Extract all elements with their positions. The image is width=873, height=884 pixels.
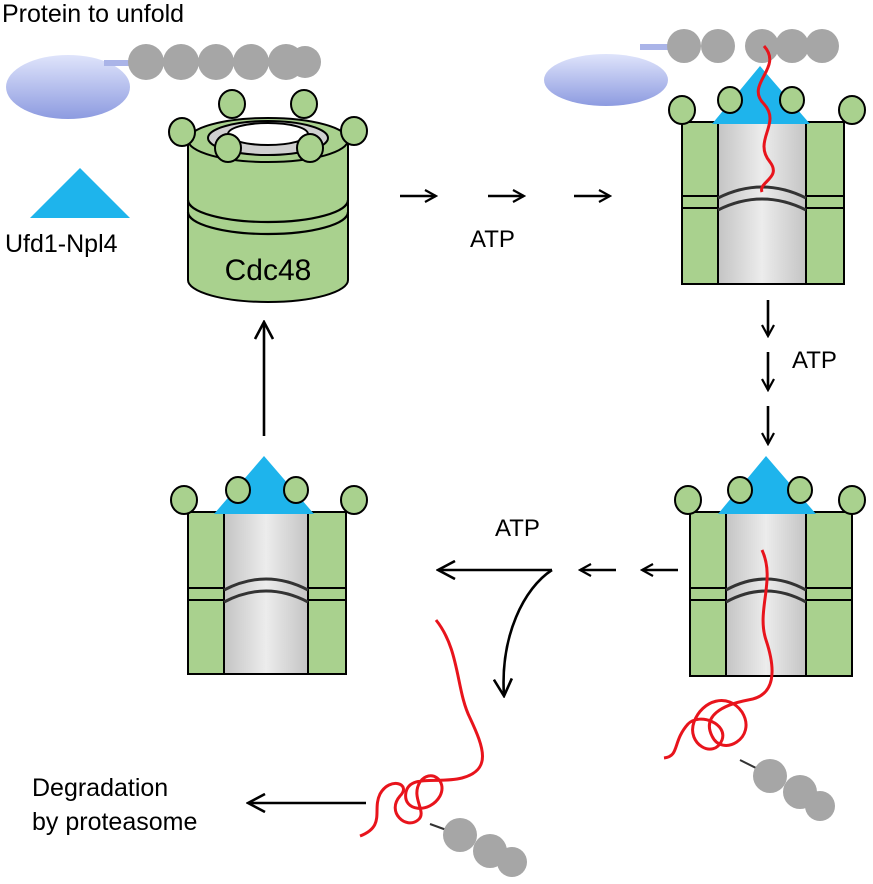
substrate-linker	[104, 60, 144, 66]
released-chain	[359, 619, 484, 838]
barrel-wall-right	[307, 511, 347, 675]
n-domain	[779, 86, 805, 114]
bead	[289, 46, 321, 78]
ufd1-npl4-label: Ufd1-Npl4	[5, 230, 118, 258]
barrel-wall-right	[805, 121, 845, 285]
cdc48-ring-groove	[186, 199, 350, 224]
channel-groove	[223, 577, 309, 592]
engaged-partner-domain	[544, 54, 668, 106]
n-domain	[225, 476, 251, 504]
n-domain	[727, 476, 753, 504]
arrows-bottom	[248, 322, 678, 803]
channel-groove	[223, 589, 309, 604]
n-domain	[838, 95, 866, 125]
bead	[701, 29, 735, 63]
complex-empty	[170, 456, 368, 675]
n-domain	[668, 95, 696, 125]
free-substrate	[6, 44, 321, 119]
substrate-beads	[128, 44, 321, 80]
released-beads	[443, 818, 527, 877]
engaged-beads	[667, 29, 839, 63]
unfolded-chain	[756, 44, 775, 193]
channel	[223, 511, 309, 675]
complex-threading	[663, 456, 866, 821]
n-domain	[283, 476, 309, 504]
n-domain	[674, 485, 702, 515]
n-domain	[218, 89, 246, 119]
degradation-label-line1: Degradation	[32, 774, 168, 802]
channel-groove	[717, 197, 807, 212]
n-domains	[168, 89, 368, 163]
complex-engaged	[544, 29, 866, 285]
n-domain	[168, 117, 196, 147]
atp-label-bottom: ATP	[495, 515, 540, 542]
n-domains	[668, 86, 866, 125]
bead	[233, 44, 269, 80]
n-domain	[170, 485, 198, 515]
bead	[753, 759, 787, 793]
bead	[128, 44, 164, 80]
barrel-wall-left	[681, 121, 719, 285]
engaged-linker	[640, 44, 680, 50]
n-domain	[296, 133, 324, 163]
arrow-release-down	[504, 568, 553, 696]
cdc48-label: Cdc48	[225, 254, 312, 287]
degradation-label-line2: by proteasome	[32, 808, 197, 836]
bead	[198, 44, 234, 80]
ufd1-npl4-triangle	[30, 168, 130, 218]
n-domain	[340, 116, 368, 146]
bead	[667, 29, 701, 63]
atp-label-top: ATP	[470, 226, 515, 253]
substrate-partner-domain	[6, 55, 130, 119]
channel	[725, 511, 807, 677]
released-unfolded-protein	[359, 619, 527, 877]
barrel-wall-left	[689, 511, 727, 677]
n-domain	[340, 485, 368, 515]
cdc48-ring-groove	[186, 211, 350, 236]
bead	[443, 818, 477, 852]
n-domain	[838, 485, 866, 515]
barrel-wall-left	[187, 511, 225, 675]
bead	[163, 44, 199, 80]
translocating-chain	[663, 549, 774, 760]
trailing-beads	[753, 759, 835, 821]
n-domains	[674, 476, 866, 515]
n-domain	[214, 133, 242, 163]
bead	[805, 29, 839, 63]
bead	[497, 847, 527, 877]
n-domain	[717, 86, 743, 114]
atp-label-right: ATP	[792, 347, 837, 374]
n-domains	[170, 476, 368, 515]
cdc48-hexamer: Cdc48	[168, 89, 368, 303]
barrel-wall-right	[805, 511, 853, 677]
protein-to-unfold-label: Protein to unfold	[2, 0, 184, 28]
bead	[745, 29, 779, 63]
n-domain	[290, 89, 318, 119]
bead	[805, 791, 835, 821]
bead	[775, 29, 809, 63]
n-domain	[787, 476, 813, 504]
